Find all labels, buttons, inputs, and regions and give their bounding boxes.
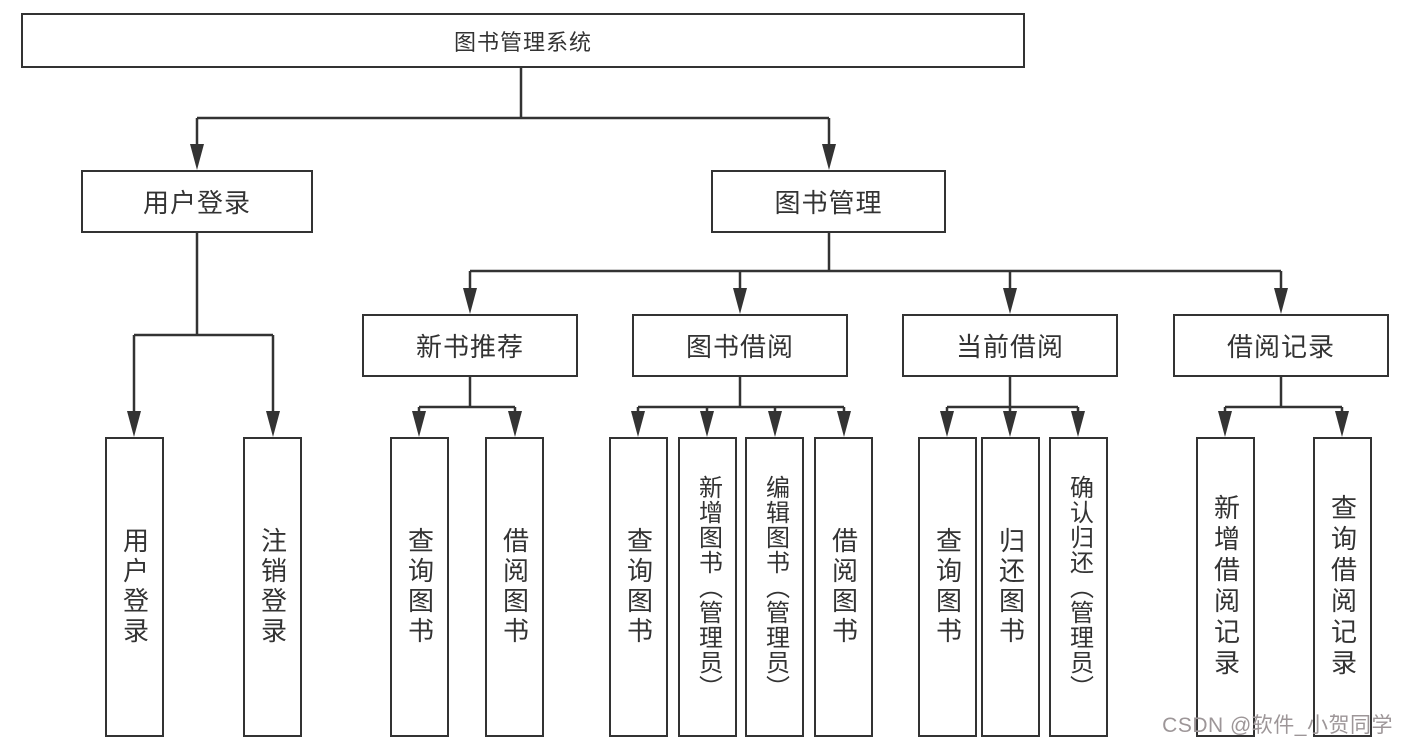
arrowheads bbox=[127, 144, 1349, 437]
leaf-br-add-record: 新增借阅记录 bbox=[1196, 437, 1255, 737]
arrow-down-icon bbox=[1218, 411, 1232, 437]
arrow-down-icon bbox=[190, 144, 204, 170]
leaf-nb-query-book: 查询图书 bbox=[390, 437, 449, 737]
node-root: 图书管理系统 bbox=[21, 13, 1025, 68]
leaf-cb-confirm-return-admin-label: 确认归还（管理员） bbox=[1065, 474, 1093, 700]
node-root-label: 图书管理系统 bbox=[453, 29, 592, 55]
arrow-down-icon bbox=[463, 288, 477, 314]
leaf-br-query-record: 查询借阅记录 bbox=[1313, 437, 1372, 737]
arrow-down-icon bbox=[1335, 411, 1349, 437]
node-book-borrow-label: 图书借阅 bbox=[685, 332, 794, 362]
arrow-down-icon bbox=[127, 411, 141, 437]
leaf-nb-query-book-label: 查询图书 bbox=[404, 527, 435, 647]
arrow-down-icon bbox=[1071, 411, 1085, 437]
node-book-management-label: 图书管理 bbox=[774, 188, 883, 218]
leaf-user-login: 用户登录 bbox=[105, 437, 164, 737]
arrow-down-icon bbox=[1003, 411, 1017, 437]
node-new-book-recommend-label: 新书推荐 bbox=[415, 332, 524, 362]
leaf-bb-add-book-admin-label: 新增图书（管理员） bbox=[694, 474, 722, 700]
node-book-borrow: 图书借阅 bbox=[632, 314, 848, 377]
node-new-book-recommend: 新书推荐 bbox=[362, 314, 578, 377]
arrow-down-icon bbox=[266, 411, 280, 437]
leaf-bb-add-book-admin: 新增图书（管理员） bbox=[678, 437, 737, 737]
arrow-down-icon bbox=[837, 411, 851, 437]
leaf-cb-return-book-label: 归还图书 bbox=[995, 527, 1026, 647]
leaf-bb-query-book-label: 查询图书 bbox=[623, 527, 654, 647]
node-book-management: 图书管理 bbox=[711, 170, 946, 233]
node-current-borrow: 当前借阅 bbox=[902, 314, 1118, 377]
leaf-nb-borrow-book-label: 借阅图书 bbox=[499, 527, 530, 647]
leaf-br-query-record-label: 查询借阅记录 bbox=[1327, 494, 1358, 680]
arrow-down-icon bbox=[1003, 288, 1017, 314]
leaf-nb-borrow-book: 借阅图书 bbox=[485, 437, 544, 737]
arrow-down-icon bbox=[508, 411, 522, 437]
leaf-bb-borrow-book: 借阅图书 bbox=[814, 437, 873, 737]
node-user-login-label: 用户登录 bbox=[142, 188, 251, 218]
leaf-bb-edit-book-admin-label: 编辑图书（管理员） bbox=[761, 474, 789, 700]
arrow-down-icon bbox=[700, 411, 714, 437]
node-borrow-record: 借阅记录 bbox=[1173, 314, 1389, 377]
arrow-down-icon bbox=[733, 288, 747, 314]
node-borrow-record-label: 借阅记录 bbox=[1226, 332, 1335, 362]
leaf-user-login-label: 用户登录 bbox=[119, 527, 150, 647]
node-user-login: 用户登录 bbox=[81, 170, 313, 233]
arrow-down-icon bbox=[822, 144, 836, 170]
node-current-borrow-label: 当前借阅 bbox=[955, 332, 1064, 362]
arrow-down-icon bbox=[412, 411, 426, 437]
leaf-cb-return-book: 归还图书 bbox=[981, 437, 1040, 737]
leaf-logout: 注销登录 bbox=[243, 437, 302, 737]
arrow-down-icon bbox=[940, 411, 954, 437]
leaf-bb-borrow-book-label: 借阅图书 bbox=[828, 527, 859, 647]
leaf-bb-edit-book-admin: 编辑图书（管理员） bbox=[745, 437, 804, 737]
watermark: CSDN @软件_小贺同学 bbox=[1162, 714, 1393, 737]
leaf-logout-label: 注销登录 bbox=[257, 527, 288, 647]
arrow-down-icon bbox=[631, 411, 645, 437]
leaf-bb-query-book: 查询图书 bbox=[609, 437, 668, 737]
arrow-down-icon bbox=[768, 411, 782, 437]
leaf-cb-query-book: 查询图书 bbox=[918, 437, 977, 737]
leaf-cb-query-book-label: 查询图书 bbox=[932, 527, 963, 647]
leaf-cb-confirm-return-admin: 确认归还（管理员） bbox=[1049, 437, 1108, 737]
arrow-down-icon bbox=[1274, 288, 1288, 314]
leaf-br-add-record-label: 新增借阅记录 bbox=[1210, 494, 1241, 680]
